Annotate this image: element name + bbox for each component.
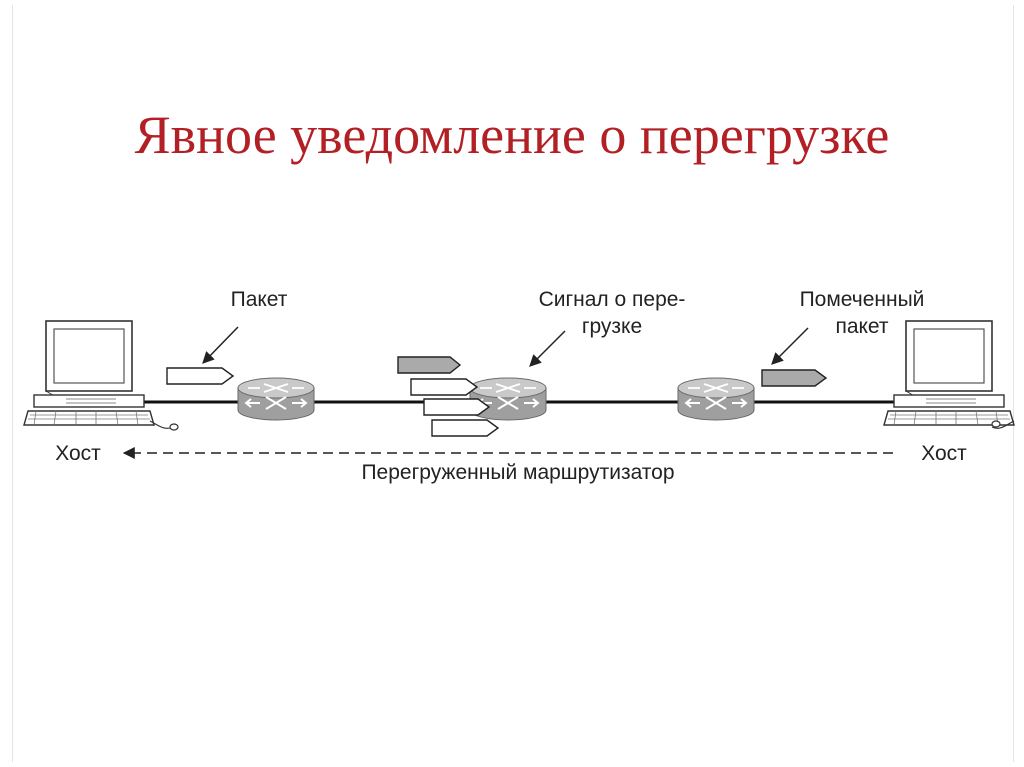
host-left-label: Хост [55,442,101,465]
packet-icon [397,356,462,374]
packet-label: Пакет [231,288,288,311]
computer-icon [883,320,1015,429]
signal-label-line1: Сигнал о пере- [539,288,686,311]
router-icon [237,377,315,421]
signal-label-line2: грузке [582,315,642,338]
packet-icon [431,419,500,437]
marked-pointer-arrow [771,327,809,365]
slide-title: Явное уведомление о перегрузке [134,105,890,165]
packet-pointer-arrow [202,326,239,364]
router-icon [677,377,755,421]
slide-frame [12,5,1014,762]
signal-pointer-arrow [529,330,566,367]
packet-icon [410,378,479,396]
packet-icon [423,398,491,416]
marked-packet-label-line2: пакет [835,315,888,338]
marked-packet-label-line1: Помеченный [800,288,925,311]
packet-icon [166,367,235,385]
host-right-label: Хост [921,442,967,465]
congested-router-label: Перегруженный маршрутизатор [361,461,674,484]
computer-icon [23,320,179,431]
router-icon [469,377,547,421]
packet-icon [761,369,828,387]
